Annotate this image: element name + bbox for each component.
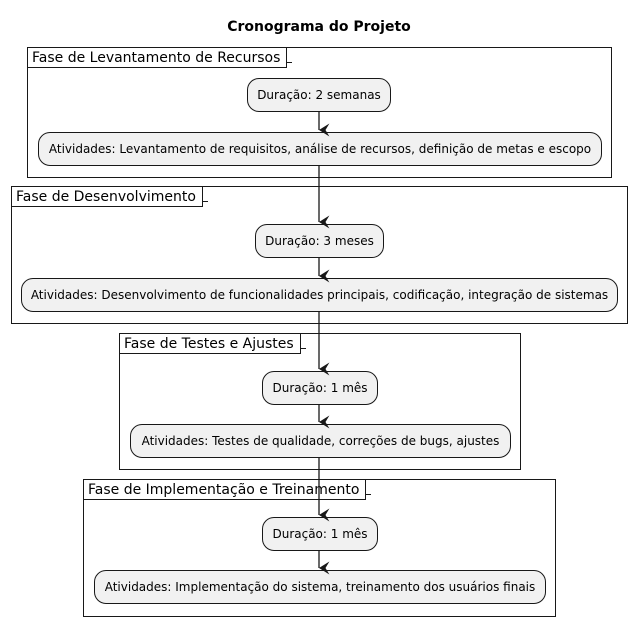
activities-node: Atividades: Desenvolvimento de funcional… xyxy=(21,278,618,312)
duration-node: Duração: 3 meses xyxy=(255,224,384,258)
phase-label: Fase de Desenvolvimento xyxy=(12,187,208,207)
phase-label: Fase de Testes e Ajustes xyxy=(120,334,306,354)
duration-node: Duração: 1 mês xyxy=(262,371,378,405)
diagram-title: Cronograma do Projeto xyxy=(227,19,411,35)
activities-node: Atividades: Implementação do sistema, tr… xyxy=(94,570,546,604)
duration-node: Duração: 1 mês xyxy=(262,517,378,551)
phase-frame-implementation: Fase de Implementação e Treinamento xyxy=(83,479,556,617)
phase-label: Fase de Levantamento de Recursos xyxy=(28,48,293,68)
phase-label: Fase de Implementação e Treinamento xyxy=(84,480,372,500)
duration-node: Duração: 2 semanas xyxy=(247,78,391,112)
activities-node: Atividades: Testes de qualidade, correçõ… xyxy=(130,424,511,458)
phase-frame-testing: Fase de Testes e Ajustes xyxy=(119,333,521,470)
